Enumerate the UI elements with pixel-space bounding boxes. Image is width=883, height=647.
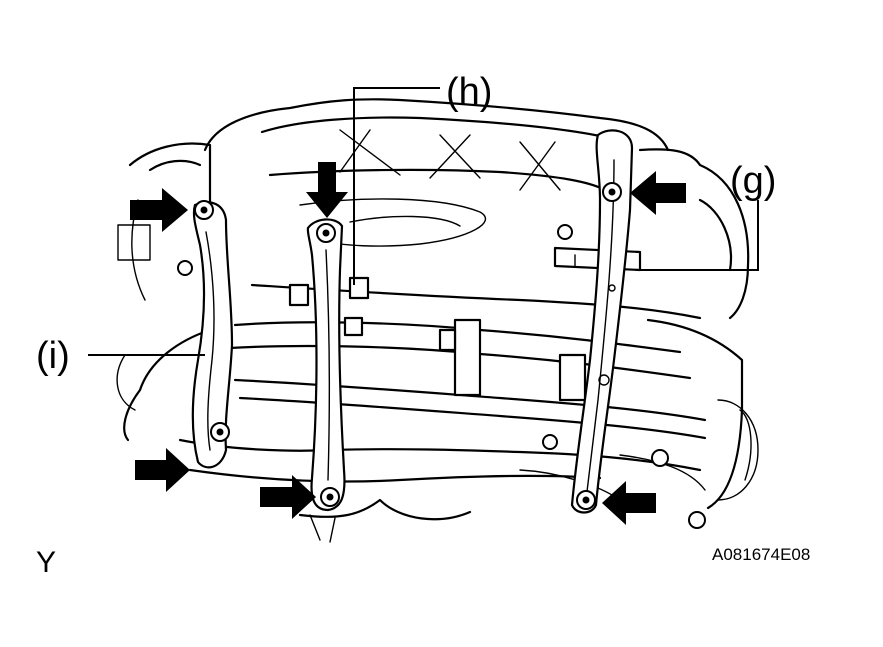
view-label: Y xyxy=(36,546,56,579)
engine-outline xyxy=(116,98,759,543)
figure-code: A081674E08 xyxy=(712,545,810,564)
arrow-right-lower xyxy=(602,481,656,525)
arrow-right-upper xyxy=(630,171,686,215)
arrow-left-upper xyxy=(130,188,188,232)
manifold-stay-h xyxy=(306,218,370,512)
leader-h xyxy=(353,87,440,285)
callout-h: (h) xyxy=(446,71,492,113)
callout-i: (i) xyxy=(36,335,70,377)
leader-g xyxy=(640,200,759,271)
arrow-center-top xyxy=(306,162,348,218)
manifold-stay-i xyxy=(191,200,234,469)
arrow-center-bottom xyxy=(260,475,316,519)
callout-g: (g) xyxy=(730,160,776,202)
manifold-stay-g xyxy=(570,129,634,514)
arrow-left-lower xyxy=(135,448,190,492)
